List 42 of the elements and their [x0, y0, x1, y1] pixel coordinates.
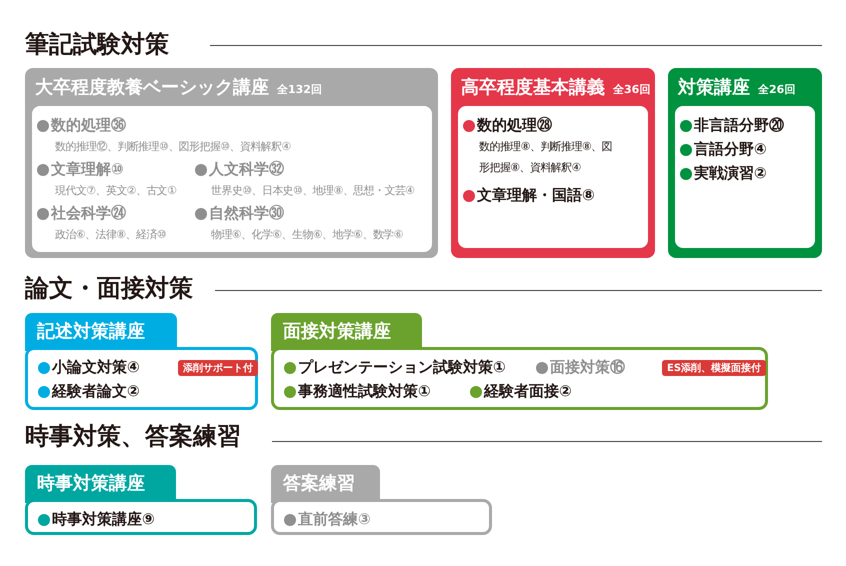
course-card	[668, 68, 822, 258]
item-text: 面接対策⑯	[550, 358, 625, 377]
section-heading: 論文・面接対策	[25, 273, 193, 304]
item-text: 文章理解⑩	[51, 160, 124, 179]
item-text: プレゼンテーション試験対策①	[298, 358, 506, 377]
item-text: 言語分野④	[694, 140, 767, 159]
item-text: 非言語分野⑳	[694, 116, 784, 135]
detail-text: 世界史⑩、日本史⑩、地理⑧、思想・文芸④	[211, 183, 416, 199]
item-text: 自然科学㉚	[209, 204, 284, 223]
item-text: 直前答練③	[298, 510, 371, 529]
card-title: 対策講座	[678, 76, 750, 99]
course-card	[451, 68, 655, 258]
detail-text: 物理⑥、化学⑥、生物⑥、地学⑥、数学⑥	[211, 227, 404, 243]
header-tab: 記述対策講座	[25, 313, 177, 351]
item-text: 経験者論文②	[52, 382, 140, 401]
card-title: 大卒程度教養ベーシック講座	[35, 76, 269, 99]
item-text: 実戦演習②	[694, 164, 767, 183]
session-count: 全132回	[277, 82, 322, 97]
header-tab: 面接対策講座	[271, 313, 422, 351]
note-badge: 添削サポート付	[178, 360, 258, 376]
detail-text: 政治⑥、法律⑧、経済⑩	[55, 227, 167, 243]
session-count: 全26回	[758, 82, 796, 97]
note-badge: ES添削、模擬面接付	[662, 360, 766, 376]
item-text: 文章理解・国語⑧	[477, 186, 595, 205]
detail-text: 数的推理⑫、判断推理⑩、図形把握⑩、資料解釈④	[55, 139, 292, 155]
detail-text: 現代文⑦、英文②、古文①	[55, 183, 178, 199]
section-heading: 筆記試験対策	[25, 29, 169, 60]
detail-text: 数的推理⑧、判断推理⑧、図形把握⑧、資料解釈④	[479, 139, 613, 176]
item-text: 経験者面接②	[484, 382, 572, 401]
item-text: 数的処理㊱	[51, 116, 126, 135]
item-text: 社会科学㉔	[51, 204, 126, 223]
item-text: 小論文対策④	[52, 358, 140, 377]
section-heading: 時事対策、答案練習	[25, 421, 241, 452]
card-title: 高卒程度基本講義	[461, 76, 605, 99]
header-tab: 答案練習	[271, 465, 380, 503]
course-card	[25, 68, 438, 258]
session-count: 全36回	[613, 82, 650, 97]
item-text: 人文科学㉜	[209, 160, 284, 179]
item-text: 数的処理㉘	[477, 116, 552, 135]
header-tab: 時事対策講座	[25, 465, 176, 503]
item-text: 事務適性試験対策①	[298, 382, 431, 401]
item-text: 時事対策講座⑨	[52, 510, 155, 529]
